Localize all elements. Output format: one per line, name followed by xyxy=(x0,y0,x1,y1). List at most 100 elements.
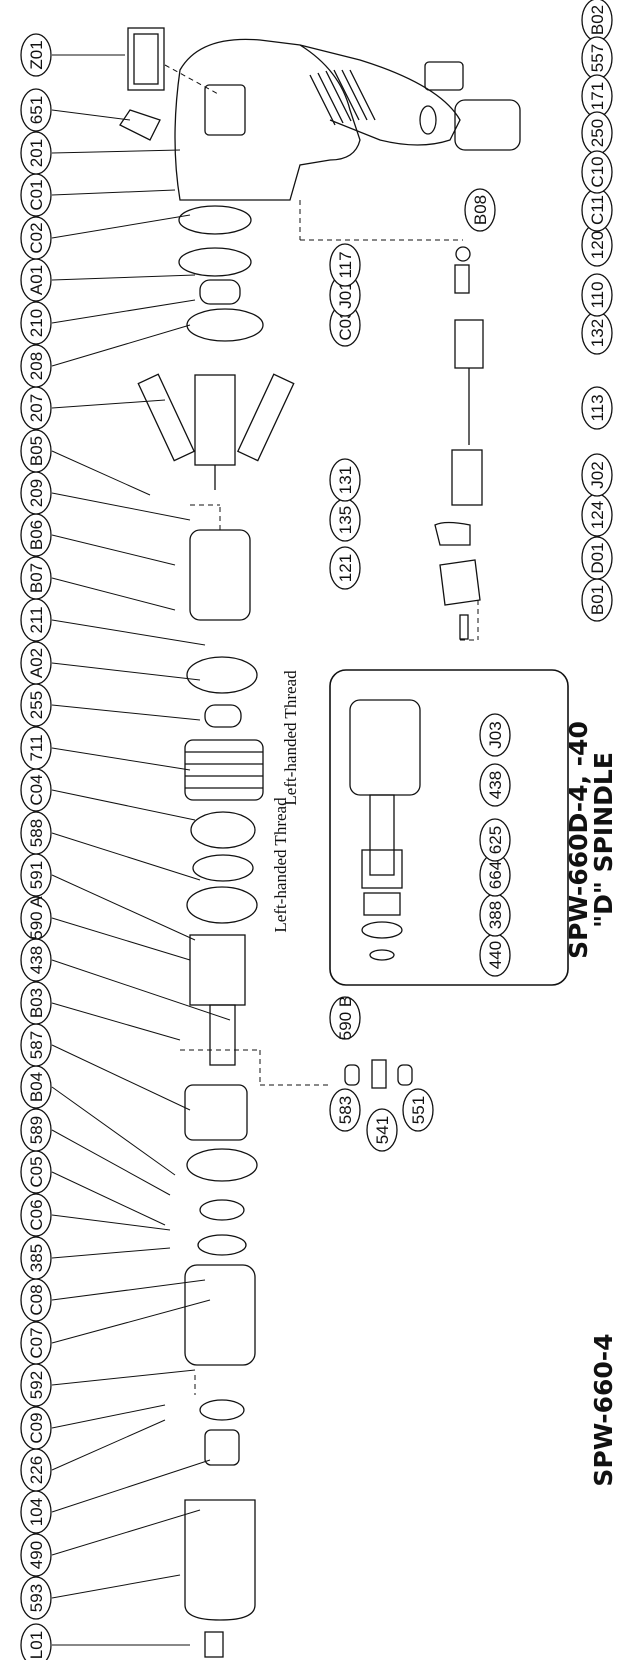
callout-label: 490 xyxy=(27,1541,46,1569)
callout-label: 209 xyxy=(27,479,46,507)
callout-label: 132 xyxy=(588,319,607,347)
part-callout: B04 xyxy=(20,1065,52,1109)
callout-label: 210 xyxy=(27,309,46,337)
note-left-thread-1: Left-handed Thread xyxy=(281,670,300,806)
part-490-nut xyxy=(204,1429,240,1466)
note-left-thread-2: Left-handed Thread xyxy=(271,797,290,933)
callout-label: 591 xyxy=(27,861,46,889)
part-callout: B03 xyxy=(20,981,52,1025)
part-callout: B02 xyxy=(581,0,613,42)
part-593-cap xyxy=(184,1499,256,1621)
callout-bubble xyxy=(329,243,361,287)
callout-bubble xyxy=(581,536,613,580)
callout-label: 110 xyxy=(588,281,607,308)
part-callout: A01 xyxy=(20,258,52,302)
part-callout: 541 xyxy=(366,1108,398,1152)
callout-label: 171 xyxy=(588,82,607,110)
part-callout: 250 xyxy=(581,111,613,155)
callout-bubble xyxy=(366,1108,398,1152)
callout-label: 211 xyxy=(27,606,46,633)
callout-label: J02 xyxy=(588,461,607,488)
callout-label: C10 xyxy=(588,156,607,187)
callout-bubble xyxy=(581,273,613,317)
callout-bubble xyxy=(20,1321,52,1365)
callout-label: 255 xyxy=(27,691,46,719)
callout-bubble xyxy=(20,1236,52,1280)
part-651-hook xyxy=(119,109,161,141)
part-135-lever xyxy=(434,521,471,546)
part-callout: 591 xyxy=(20,853,52,897)
callout-bubble xyxy=(581,386,613,430)
callout-label: Z01 xyxy=(27,40,46,69)
part-callout: 117 xyxy=(329,243,361,287)
part-callout: 226 xyxy=(20,1448,52,1492)
part-588-plate xyxy=(186,886,258,924)
callout-bubble xyxy=(329,996,361,1040)
spindle-inset-box xyxy=(329,669,569,986)
callout-bubbles: L01593490104226C09592C07C08385C06C05589B… xyxy=(20,0,613,1660)
spindle-inset-parts xyxy=(349,699,421,961)
part-711-ring xyxy=(190,811,256,849)
part-callout: 651 xyxy=(20,88,52,132)
callout-bubble xyxy=(20,131,52,175)
part-callout: J01 xyxy=(329,273,361,317)
callout-bubble xyxy=(20,1193,52,1237)
part-callout: 132 xyxy=(581,311,613,355)
part-callout: 557 xyxy=(581,36,613,80)
part-callout: C11 xyxy=(581,188,613,232)
part-callout: 120 xyxy=(581,223,613,267)
part-b01-pin xyxy=(459,614,469,640)
callout-label: A01 xyxy=(27,265,46,295)
part-callout: C06 xyxy=(20,1193,52,1237)
part-callout: B06 xyxy=(20,513,52,557)
part-104-ring xyxy=(199,1399,245,1421)
callout-bubble xyxy=(20,216,52,260)
callout-label: B04 xyxy=(27,1072,46,1102)
part-117-spring xyxy=(454,264,470,294)
callout-label: B05 xyxy=(27,436,46,466)
part-551 xyxy=(397,1064,413,1086)
part-callout: 438 xyxy=(479,763,511,807)
part-callout: J03 xyxy=(479,713,511,757)
callout-bubble xyxy=(20,344,52,388)
part-131-bushing xyxy=(451,449,483,506)
callout-bubble xyxy=(479,763,511,807)
part-callout: 385 xyxy=(20,1236,52,1280)
callout-label: 120 xyxy=(588,231,607,259)
callout-label: B08 xyxy=(471,195,490,225)
callout-label: C06 xyxy=(27,1199,46,1230)
part-590-carrier xyxy=(189,934,246,1006)
callout-label: 438 xyxy=(27,946,46,974)
callout-bubble xyxy=(20,811,52,855)
part-callout: 255 xyxy=(20,683,52,727)
callout-bubble xyxy=(20,1623,52,1660)
callout-label: 625 xyxy=(486,826,505,854)
callout-label: B01 xyxy=(588,585,607,615)
part-callout: 171 xyxy=(581,74,613,118)
part-210-plate xyxy=(186,308,264,342)
part-c11-ring xyxy=(419,105,437,135)
part-c04-oring xyxy=(192,854,254,882)
callout-label: 590 B xyxy=(336,996,355,1040)
callout-bubble xyxy=(20,726,52,770)
title-main: SPW-660-4 xyxy=(589,1333,617,1486)
callout-label: B03 xyxy=(27,988,46,1018)
part-132-valve xyxy=(454,319,484,369)
part-callout: 592 xyxy=(20,1363,52,1407)
part-callout: 121 xyxy=(329,546,361,590)
part-callout: D01 xyxy=(581,536,613,580)
callout-label: 541 xyxy=(373,1116,392,1144)
part-201-housing xyxy=(174,38,361,201)
part-250-muffler xyxy=(454,99,521,151)
callout-label: 388 xyxy=(486,901,505,929)
callout-label: C03 xyxy=(336,309,355,340)
callout-bubble xyxy=(20,1576,52,1620)
callout-bubble xyxy=(20,556,52,600)
part-callout: 113 xyxy=(581,386,613,430)
title-variant: SPW-660D-4, -40 xyxy=(564,721,593,959)
callout-label: C01 xyxy=(27,179,46,210)
part-callout: 583 xyxy=(329,1088,361,1132)
part-120-washer xyxy=(455,246,471,262)
callout-label: 711 xyxy=(27,734,46,761)
callout-label: 250 xyxy=(588,119,607,147)
